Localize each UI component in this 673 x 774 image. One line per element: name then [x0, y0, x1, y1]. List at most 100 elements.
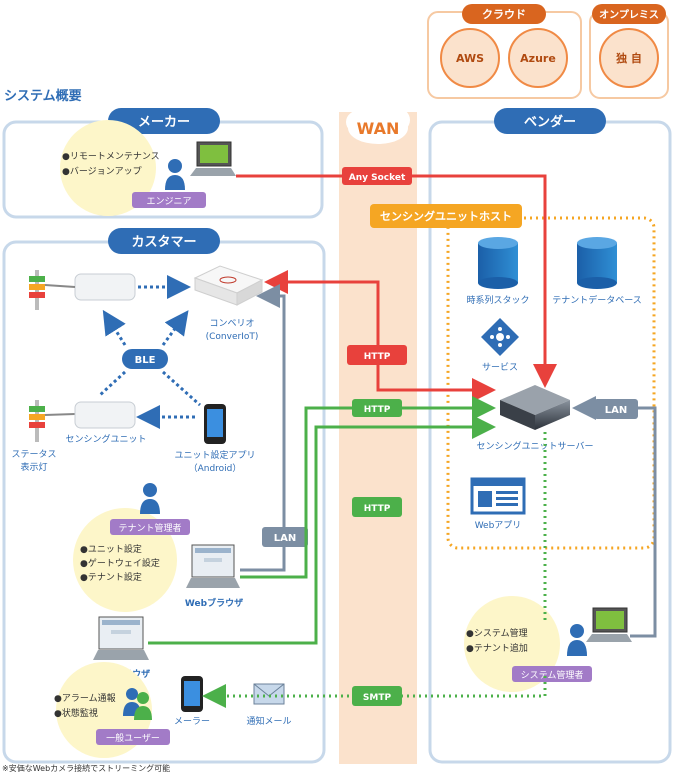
http-label-3: HTTP [364, 504, 391, 514]
sysadmin-laptop-icon [586, 607, 632, 642]
smtp-label: SMTP [363, 693, 392, 703]
tenant-admin-tag [110, 519, 190, 535]
maker-tag [108, 108, 220, 134]
engineer-laptop-icon [190, 141, 236, 176]
status-light-label-1: ステータス [11, 449, 56, 460]
signal-tower-icon-2 [29, 400, 45, 442]
mailer-label: メーラー [174, 716, 210, 727]
sysadmin-label: システム管理者 [521, 669, 584, 681]
lan-tag-1 [262, 527, 308, 547]
onpremise-tag [592, 4, 666, 24]
user-bullet-2: ●状態監視 [54, 707, 98, 719]
azure-circle [508, 28, 568, 88]
sensing-device-icon-2 [74, 401, 136, 429]
own-label: 独 自 [615, 51, 642, 65]
tenant-db-icon [577, 237, 617, 289]
tenantdb-label: テナントデータベース [552, 294, 642, 306]
tower-cable-1 [44, 284, 76, 288]
smtp-tag [352, 686, 402, 706]
http-label-2: HTTP [364, 405, 391, 415]
sysadmin-bullet-1: ●システム管理 [466, 627, 528, 639]
sysadmin-bullet-2: ●テナント追加 [466, 642, 528, 654]
maker-bubble [60, 120, 156, 216]
service-label: サービス [482, 362, 518, 373]
tower-cable-2 [44, 413, 76, 416]
ble-link-d [162, 370, 201, 407]
aws-circle [440, 28, 500, 88]
smartphone-icon [204, 404, 226, 444]
tenant-admin-person-icon [140, 483, 160, 514]
any-socket-link [236, 174, 557, 388]
signal-tower-icon-1 [29, 270, 45, 310]
webapp-icon [470, 477, 526, 515]
ble-tag [122, 349, 168, 369]
host-box [446, 216, 656, 550]
own-circle [599, 28, 659, 88]
wan-label: WAN [357, 119, 400, 138]
general-users-icon [123, 688, 152, 720]
page-title: システム概要 [4, 88, 82, 104]
timeseries-label: 時系列スタック [466, 294, 529, 306]
engineer-person-icon [165, 159, 185, 190]
server-icon [500, 385, 570, 430]
general-user-tag [96, 729, 170, 745]
converiot-label-2: (ConverIoT) [206, 332, 259, 342]
http-link-browser2 [148, 415, 496, 645]
general-user-label: 一般ユーザー [106, 732, 160, 744]
server-label: センシングユニットサーバー [477, 440, 594, 452]
aws-label: AWS [456, 52, 484, 65]
ble-link-b [161, 310, 189, 346]
mail-envelope-icon [253, 683, 285, 705]
app-label-2: （Android） [189, 463, 242, 474]
maker-bullet-1: ●リモートメンテナンス [62, 151, 160, 162]
onpremise-label: オンプレミス [599, 8, 659, 21]
sysadmin-tag [512, 666, 592, 682]
sysadmin-person-icon [567, 624, 587, 656]
mail-label: 通知メール [246, 715, 291, 727]
tenant-bullet-3: ●テナント設定 [80, 571, 142, 583]
timeseries-db-icon [478, 237, 518, 289]
lan-tag-2 [594, 399, 638, 419]
http-tag-2 [352, 399, 402, 417]
lan-link-customer [240, 284, 286, 572]
browser-laptop-icon-1 [186, 544, 240, 588]
http-label-1: HTTP [364, 352, 391, 362]
engineer-label: エンジニア [146, 197, 191, 207]
maker-bullet-2: ●バージョンアップ [62, 166, 142, 177]
browser-label-1: Webブラウザ [185, 597, 243, 609]
lan-label-1: LAN [274, 533, 296, 544]
service-icon [481, 318, 519, 356]
converiot-icon [193, 265, 264, 306]
app-label-1: ユニット設定アプリ [174, 449, 255, 461]
host-tag [370, 204, 522, 228]
user-bullet-1: ●アラーム通報 [54, 693, 116, 704]
host-label: センシングユニットホスト [380, 209, 512, 223]
vendor-tag [494, 108, 606, 134]
maker-label: メーカー [138, 115, 190, 130]
customer-tag [108, 228, 220, 254]
vendor-label: ベンダー [524, 114, 576, 130]
wan-cloud-icon [346, 104, 410, 144]
mailer-phone-icon [181, 676, 203, 712]
smtp-link [202, 676, 547, 708]
azure-label: Azure [520, 52, 556, 65]
cloud-label: クラウド [482, 8, 526, 21]
lan-label-2: LAN [605, 405, 627, 416]
webapp-label: Webアプリ [475, 520, 522, 531]
browser-laptop-icon-2 [93, 616, 149, 660]
any-socket-tag [342, 167, 412, 185]
any-socket-label: Any Socket [349, 173, 406, 183]
sensing-unit-label: センシングユニット [65, 433, 146, 445]
cloud-tag [462, 4, 546, 24]
footnote: ※安価なWebカメラ接続でストリーミング可能 [2, 763, 170, 773]
tenant-admin-label: テナント管理者 [118, 522, 181, 534]
ble-label: BLE [135, 355, 156, 366]
converiot-label-1: コンベリオ [209, 318, 254, 329]
sensing-device-icon-1 [74, 273, 136, 301]
http-tag-1 [347, 345, 407, 365]
engineer-tag [132, 192, 206, 208]
http-tag-3 [352, 497, 402, 517]
tenant-bullet-1: ●ユニット設定 [80, 543, 142, 555]
customer-label: カスタマー [131, 235, 196, 250]
